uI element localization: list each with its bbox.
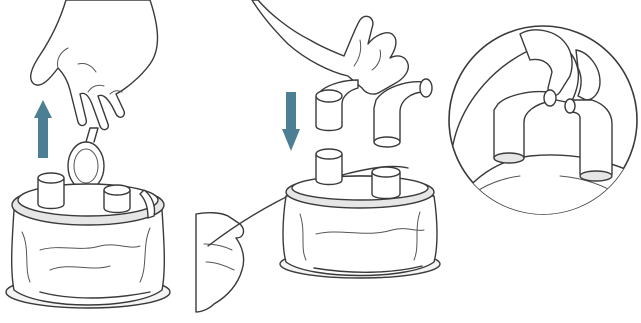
up-arrow-icon — [34, 100, 52, 158]
hand-illustration — [252, 0, 408, 94]
down-arrow-icon — [282, 92, 300, 151]
panel-1-illustration — [6, 0, 170, 308]
humidifier-chamber-illustration — [280, 149, 440, 278]
panel-3-detail-illustration — [449, 26, 640, 230]
elbow-connector-left-illustration — [316, 80, 358, 131]
cap-ring-illustration — [68, 128, 104, 190]
hand-illustration — [196, 213, 244, 312]
panel-2-illustration — [196, 0, 440, 312]
humidifier-chamber-illustration — [6, 173, 170, 308]
hand-illustration — [31, 0, 158, 130]
